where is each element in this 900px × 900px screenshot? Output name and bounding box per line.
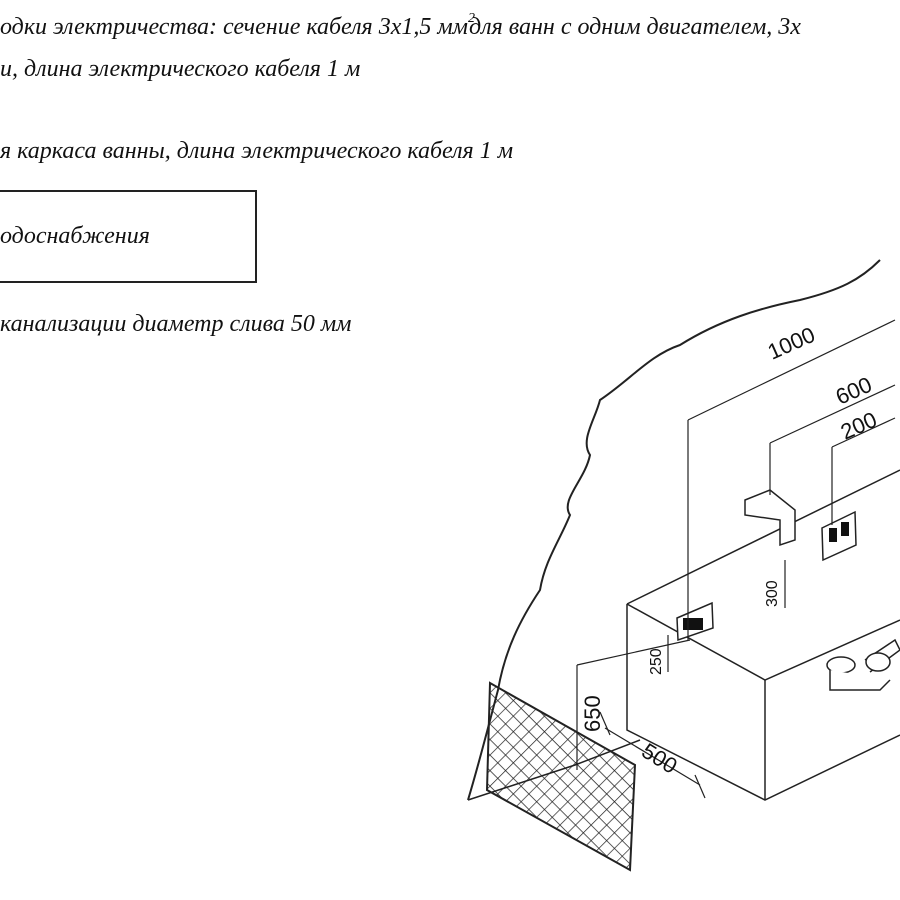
water-supply-frame bbox=[0, 190, 257, 283]
dim-650: 650 bbox=[580, 695, 605, 732]
mesh-panel bbox=[485, 681, 637, 872]
electric-spec-text-cont: для ванн с одним двигателем, 3х bbox=[469, 14, 801, 40]
dim-200: 200 bbox=[837, 407, 881, 445]
bathtub-body bbox=[626, 469, 900, 801]
dim-300: 300 bbox=[764, 580, 781, 607]
dim-600: 600 bbox=[832, 372, 876, 410]
electric-spec-line-2: и, длина электрического кабеля 1 м bbox=[0, 56, 361, 82]
socket-icon bbox=[821, 510, 857, 562]
dim-250: 250 bbox=[648, 648, 665, 675]
wall-outline bbox=[467, 259, 881, 801]
wall-mixer bbox=[744, 489, 796, 547]
dimension-lines bbox=[576, 319, 896, 799]
dim-500: 500 bbox=[637, 738, 681, 779]
water-supply-note: одоснабжения bbox=[0, 223, 150, 249]
drain-fitting-icon bbox=[826, 638, 900, 691]
frame-grounding-note: я каркаса ванны, длина электрического ка… bbox=[0, 138, 514, 164]
dim-1000: 1000 bbox=[764, 322, 819, 365]
electric-spec-text: одки электричества: сечение кабеля 3х1,5… bbox=[0, 14, 468, 40]
electric-spec-superscript: 2 bbox=[468, 11, 475, 26]
sewer-drain-note: канализации диаметр слива 50 мм bbox=[0, 311, 352, 337]
electric-spec-line-1: одки электричества: сечение кабеля 3х1,5… bbox=[0, 11, 801, 45]
control-box-icon bbox=[676, 601, 714, 642]
